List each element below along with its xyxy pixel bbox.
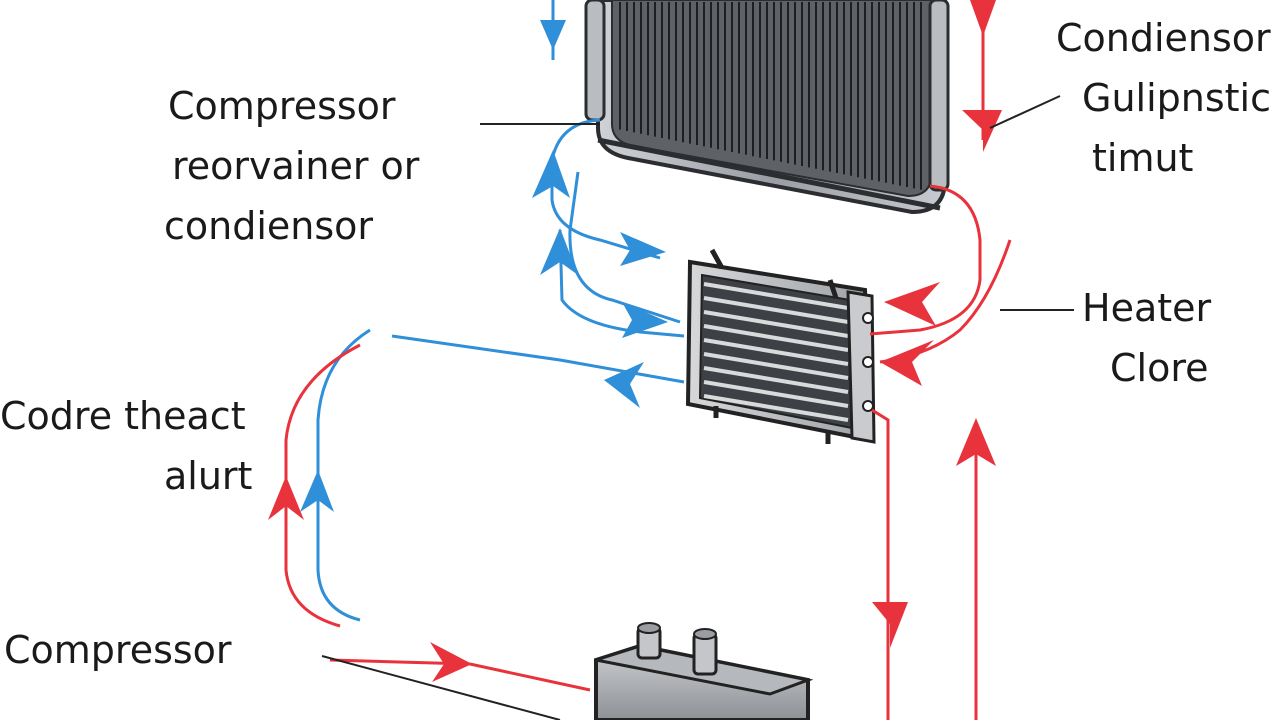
compressor-unit-icon <box>594 622 814 720</box>
heater-tube <box>703 310 849 338</box>
heater-tube <box>703 338 849 366</box>
label-line: alurt <box>164 454 253 498</box>
hot-flow-arrowheads <box>268 0 1002 682</box>
heater-tube <box>703 296 849 324</box>
leader-lines <box>321 95 1074 720</box>
heater-tube <box>703 380 849 408</box>
heater-tube <box>703 324 849 352</box>
label-line: Codre theact <box>0 394 246 438</box>
label-line: timut <box>1092 136 1194 180</box>
label-line: Heater <box>1082 286 1212 330</box>
label-compressor-receiver-condensor: Compressor reorvainer or condiensor <box>164 76 420 256</box>
label-line: reorvainer or <box>172 144 420 188</box>
label-line: condiensor <box>164 204 374 248</box>
heater-tube <box>703 366 849 394</box>
label-heater-core: Heater Clore <box>1082 278 1211 398</box>
label-line: Gulipnstic <box>1082 76 1271 120</box>
label-line: Condiensor <box>1056 16 1271 60</box>
condenser-radiator-icon <box>584 0 950 215</box>
label-line: Compressor <box>4 628 232 672</box>
label-coolant-heat: Codre theact alurt <box>0 386 252 506</box>
cold-flow-arrowheads <box>300 20 668 512</box>
label-line: Clore <box>1110 346 1209 390</box>
heater-core-icon <box>685 248 876 444</box>
heater-tube <box>703 352 849 380</box>
heater-tube <box>703 394 849 422</box>
leader-condensor-right <box>989 95 1061 129</box>
label-line: Compressor <box>168 84 396 128</box>
label-compressor-bottom: Compressor <box>4 620 232 680</box>
leader-compressor-bottom <box>321 655 561 720</box>
label-condensor-right: Condiensor Gulipnstic timut <box>1056 8 1271 188</box>
heater-tube <box>703 282 849 310</box>
